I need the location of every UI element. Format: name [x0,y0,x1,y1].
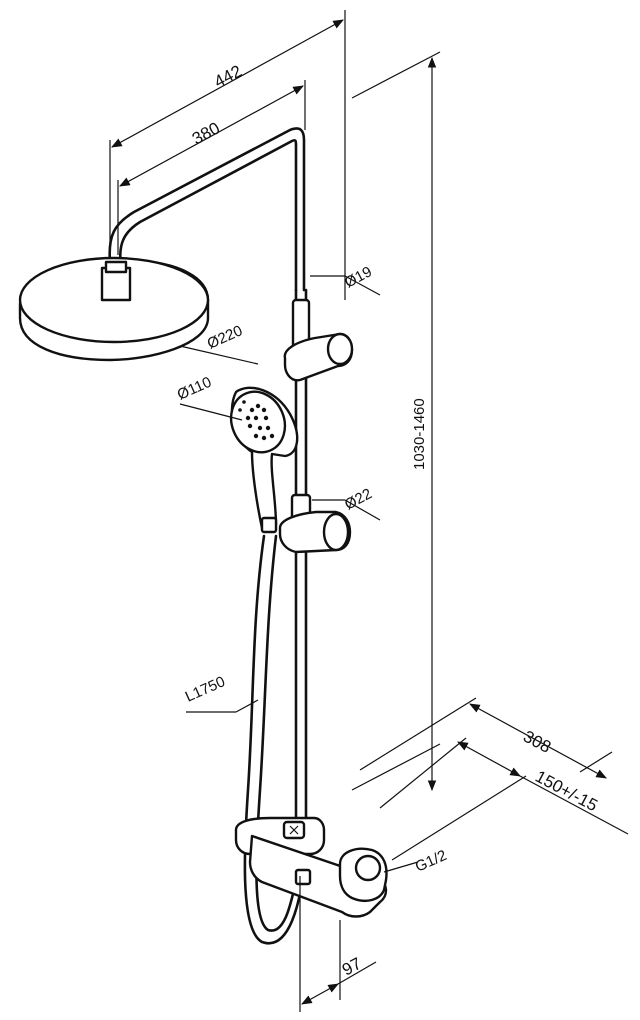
upper-slider-holder [283,298,354,382]
label-centers: 150+/-15 [532,767,601,816]
overhead-shower-head [18,256,210,362]
label-308: 308 [520,727,554,757]
label-head-220: Ø220 [205,322,245,352]
label-hose-length: L1750 [183,673,228,705]
label-97: 97 [339,954,365,980]
riser-rod [294,288,308,862]
label-height-range: 1030-1460 [411,398,428,470]
label-pipe-22: Ø22 [342,485,375,513]
label-pipe-19: Ø19 [342,263,375,291]
dimension-380: 380 [117,80,306,255]
spray-nozzles [238,400,275,441]
label-442: 442 [211,61,245,91]
dimension-hose-length: L1750 [183,673,259,713]
lower-slider-holder [278,493,352,554]
label-thread: G1/2 [413,847,450,876]
label-380: 380 [189,118,223,148]
hand-shower [229,386,299,534]
dimension-thread: G1/2 [383,847,450,876]
shower-arm [108,127,306,292]
dimension-442: 442 [109,10,346,300]
label-hand-110: Ø110 [175,374,214,404]
thermostatic-mixer [234,816,388,918]
dimension-height: 1030-1460 [351,51,441,792]
